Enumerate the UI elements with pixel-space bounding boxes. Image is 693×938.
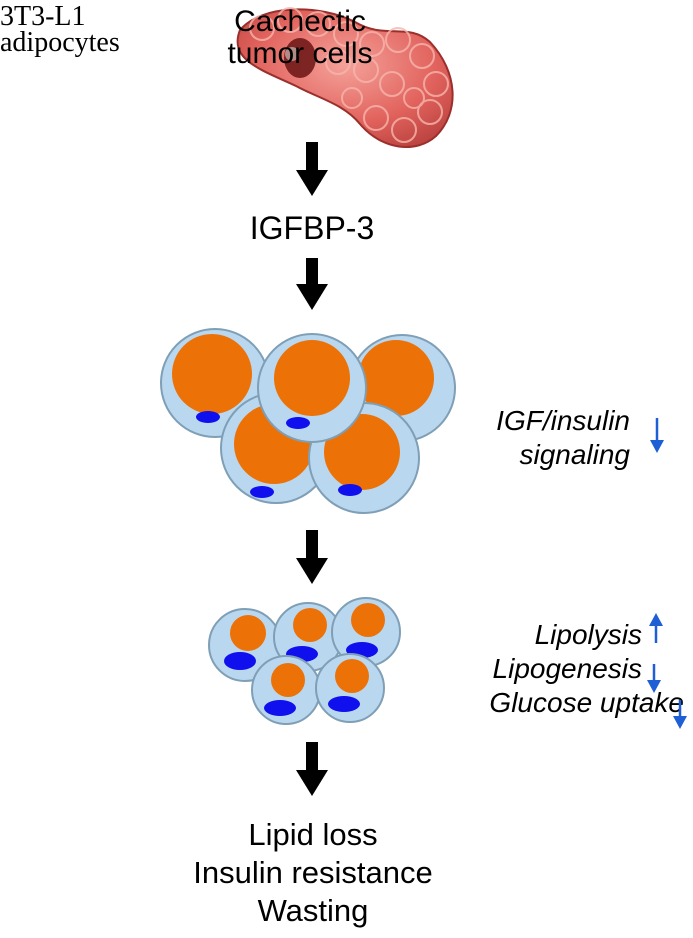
outcomes-list: Lipid loss Insulin resistance Wasting (163, 816, 463, 930)
small-cell (208, 608, 282, 682)
large-cell (257, 333, 367, 443)
source-label: Cachectic tumor cells (200, 6, 400, 70)
flow-arrow-4 (296, 742, 328, 796)
outcome-lipid-loss: Lipid loss (248, 817, 378, 852)
flow-arrow-3 (296, 530, 328, 584)
signaling-line1: IGF/insulin (496, 405, 630, 436)
signaling-line2: signaling (519, 439, 630, 470)
outcome-wasting: Wasting (257, 893, 369, 928)
source-label-line1: Cachectic (234, 5, 366, 38)
mediator-label: IGFBP-3 (249, 210, 375, 246)
small-cell (315, 653, 385, 723)
down-arrow-icon (673, 700, 687, 729)
signaling-effect: IGF/insulin signaling (450, 404, 630, 472)
outcome-insulin-resistance: Insulin resistance (193, 855, 433, 890)
source-label-line2: tumor cells (227, 37, 373, 70)
down-arrow-icon (647, 664, 661, 693)
metabolic-effects: Lipolysis Lipogenesis Glucose uptake (420, 618, 684, 720)
flow-arrow-2 (296, 258, 328, 310)
flow-arrow-1 (296, 142, 328, 196)
small-cell (251, 655, 321, 725)
up-arrow-icon (649, 613, 663, 643)
overlay-label-line2: adipocytes (0, 27, 120, 58)
effect-lipolysis: Lipolysis (534, 619, 642, 650)
effect-glucose-uptake: Glucose uptake (489, 687, 684, 718)
effect-lipogenesis: Lipogenesis (492, 653, 642, 684)
overlay-label-line1: 3T3-L1 (0, 1, 86, 32)
overlay-label: 3T3-L1 adipocytes (0, 1, 120, 58)
